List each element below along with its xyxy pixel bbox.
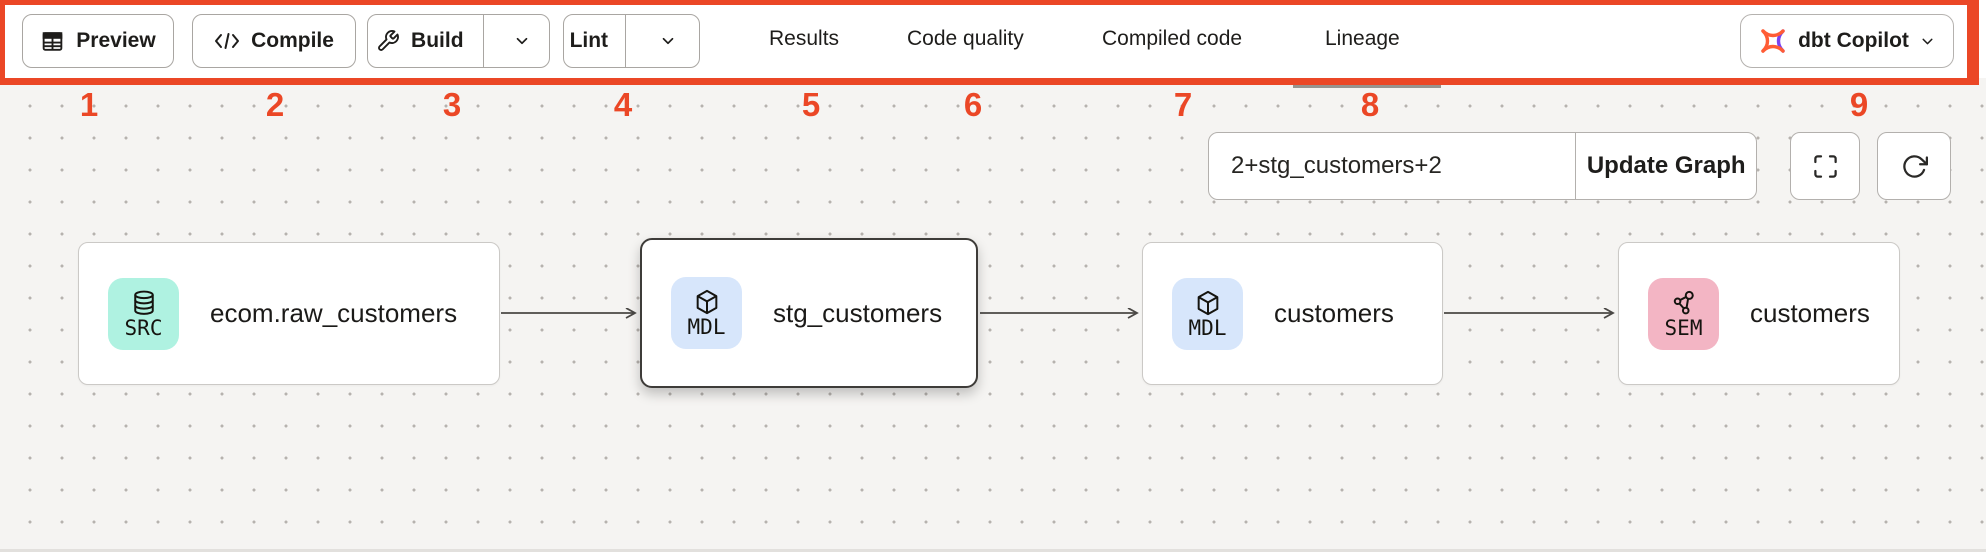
tab-code-quality-label: Code quality (907, 27, 1024, 50)
wrench-icon (378, 30, 399, 51)
build-split-button: Build (367, 14, 550, 68)
lineage-node-source[interactable]: SRC ecom.raw_customers (78, 242, 500, 385)
dbt-logo-icon (1761, 29, 1785, 53)
lineage-node-stg-customers[interactable]: MDL stg_customers (640, 238, 978, 388)
node-label: ecom.raw_customers (210, 298, 458, 328)
build-dropdown-button[interactable] (495, 15, 549, 67)
node-badge-label: MDL (687, 315, 726, 339)
dbt-copilot-button[interactable]: dbt Copilot (1740, 14, 1954, 68)
lint-split-button: Lint (563, 14, 700, 68)
cube-icon (696, 289, 717, 315)
tab-code-quality[interactable]: Code quality (907, 0, 1024, 78)
annotation-number-7: 7 (1173, 86, 1193, 123)
annotation-number-9: 9 (1849, 86, 1869, 123)
selector-input[interactable]: 2+stg_customers+2 (1209, 133, 1575, 199)
node-label: stg_customers (773, 297, 943, 328)
annotation-number-4: 4 (613, 86, 633, 123)
cube-icon (1197, 290, 1218, 315)
tab-lineage[interactable]: Lineage (1325, 0, 1400, 78)
node-badge-src: SRC (108, 277, 179, 350)
lineage-selector-group: 2+stg_customers+2 Update Graph (1208, 132, 1757, 200)
tab-lineage-label: Lineage (1325, 27, 1400, 50)
tab-compiled-code[interactable]: Compiled code (1102, 0, 1242, 78)
node-badge-label: MDL (1188, 315, 1227, 340)
chevron-down-icon (516, 37, 528, 45)
dbt-copilot-label: dbt Copilot (1798, 29, 1909, 52)
button-divider (624, 15, 626, 67)
node-label: customers (1274, 298, 1394, 328)
fullscreen-button[interactable] (1790, 132, 1860, 200)
code-icon (215, 33, 240, 49)
update-graph-label: Update Graph (1586, 152, 1746, 179)
annotation-number-5: 5 (801, 86, 821, 123)
build-button[interactable]: Build (368, 15, 472, 67)
chevron-down-icon (662, 37, 674, 45)
build-button-label: Build (411, 29, 464, 52)
tab-results[interactable]: Results (769, 0, 839, 78)
toolbar: Preview Compile Build Lint (0, 0, 1986, 88)
preview-button[interactable]: Preview (22, 14, 174, 68)
table-icon (43, 31, 63, 51)
node-badge-mdl: MDL (1172, 277, 1243, 350)
fullscreen-icon (1813, 154, 1837, 178)
network-icon (1673, 290, 1694, 314)
refresh-icon (1902, 154, 1928, 178)
selector-divider (1575, 133, 1577, 199)
lineage-node-customers-semantic[interactable]: SEM customers (1618, 242, 1900, 385)
button-divider (482, 15, 484, 67)
bottom-border (0, 549, 1986, 552)
annotation-number-3: 3 (442, 86, 462, 123)
selector-input-value: 2+stg_customers+2 (1231, 152, 1442, 179)
refresh-button[interactable] (1877, 132, 1951, 200)
node-badge-label: SEM (1664, 315, 1703, 340)
lineage-node-customers-model[interactable]: MDL customers (1142, 242, 1443, 385)
annotation-number-1: 1 (79, 86, 99, 123)
node-label: customers (1750, 298, 1870, 328)
update-graph-button[interactable]: Update Graph (1576, 133, 1756, 199)
compile-button[interactable]: Compile (192, 14, 356, 68)
compile-button-label: Compile (251, 29, 334, 52)
preview-button-label: Preview (76, 29, 156, 52)
node-badge-sem: SEM (1648, 277, 1719, 350)
tab-compiled-code-label: Compiled code (1102, 27, 1243, 50)
annotation-number-6: 6 (963, 86, 983, 123)
chevron-down-icon (1922, 38, 1933, 44)
node-badge-label: SRC (124, 315, 163, 340)
lint-button-label: Lint (569, 29, 609, 52)
database-icon (133, 290, 154, 315)
lint-button[interactable]: Lint (564, 15, 614, 67)
tab-results-label: Results (769, 27, 840, 50)
annotation-number-8: 8 (1360, 86, 1380, 123)
node-badge-mdl: MDL (671, 277, 742, 349)
annotation-number-2: 2 (265, 86, 285, 123)
lint-dropdown-button[interactable] (637, 15, 699, 67)
